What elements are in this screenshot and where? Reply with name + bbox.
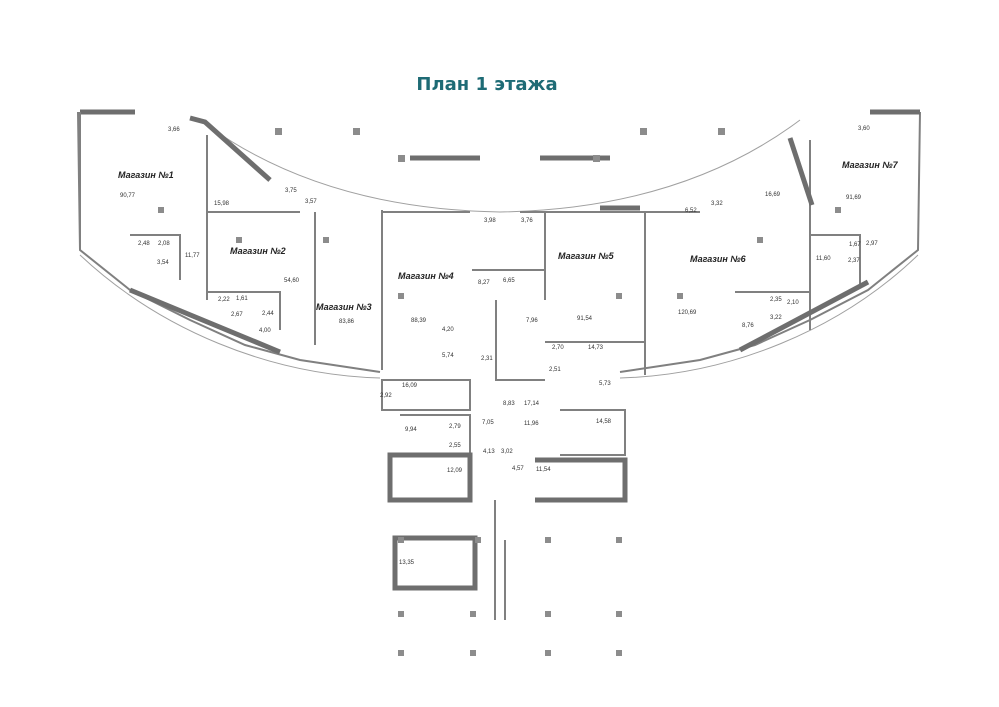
inner-curve	[199, 119, 801, 213]
room-area: 16,69	[765, 192, 781, 198]
room-area: 5,74	[442, 353, 454, 359]
room-area: 2,51	[549, 367, 561, 373]
wall-curve-seg-left	[129, 287, 281, 355]
room-area: 2,08	[158, 241, 170, 247]
room-area: 9,94	[405, 427, 417, 433]
room-area: 3,02	[501, 449, 513, 455]
room-9-94	[400, 414, 471, 456]
shop-4-label: Магазин №4	[398, 271, 454, 281]
room-area: 2,70	[552, 345, 564, 351]
room-area: 3,54	[157, 260, 169, 266]
room-area: 6,52	[685, 208, 697, 214]
room-area: 17,14	[524, 401, 540, 407]
shop-2-label: Магазин №2	[230, 246, 286, 256]
shop-5-area: 91,54	[577, 316, 593, 322]
room-area: 2,44	[262, 311, 274, 317]
room-area: 4,20	[442, 327, 454, 333]
room-area: 1,61	[236, 296, 248, 302]
shop-7-area: 91,69	[846, 195, 862, 201]
room-area: 3,60	[858, 126, 870, 132]
room-area: 13,35	[399, 560, 415, 566]
floor-plan-title: План 1 этажа	[416, 74, 558, 95]
columns	[158, 128, 841, 656]
room-area: 16,09	[402, 383, 418, 389]
room-area: 3,22	[770, 315, 782, 321]
room-area: 4,57	[512, 466, 524, 472]
room-12-09	[387, 452, 473, 503]
shop-1-area: 90,77	[120, 193, 136, 199]
wall-shop1-rooms	[130, 234, 181, 280]
room-area: 2,22	[218, 297, 230, 303]
room-area: 2,10	[787, 300, 799, 306]
room-area: 11,60	[816, 256, 831, 262]
room-area: 8,83	[503, 401, 515, 407]
wall-shop5	[544, 212, 646, 375]
room-14-58	[560, 409, 626, 456]
room-area: 11,96	[524, 421, 539, 427]
room-area: 3,76	[521, 218, 533, 224]
room-area: 7,96	[526, 318, 538, 324]
wall-shop6-rooms	[735, 291, 811, 330]
room-area: 7,05	[482, 420, 494, 426]
room-area: 11,77	[185, 253, 200, 259]
room-area: 2,67	[231, 312, 243, 318]
wall-shop2-rooms	[207, 291, 281, 330]
curve-right	[619, 254, 919, 379]
room-area: 5,73	[599, 381, 611, 387]
shop-6-label: Магазин №6	[690, 254, 747, 264]
room-area: 14,73	[588, 345, 604, 351]
wall-curve-seg-right	[738, 279, 870, 353]
room-area: 2,79	[449, 424, 461, 430]
wall-diag-right	[787, 137, 815, 206]
room-area: 2,31	[481, 356, 493, 362]
shop-3-area: 83,86	[339, 319, 355, 325]
room-area: 8,27	[478, 280, 490, 286]
wall-shop7-rooms	[810, 234, 861, 285]
room-area: 15,98	[214, 201, 230, 207]
room-area: 3,32	[711, 201, 723, 207]
room-area: 2,55	[449, 443, 461, 449]
room-11-54	[535, 457, 628, 503]
room-area: 8,76	[742, 323, 754, 329]
shop-6-area: 120,69	[678, 310, 697, 316]
room-area: 4,00	[259, 328, 271, 334]
shop-1-label: Магазин №1	[118, 170, 174, 180]
shop-4-area: 88,39	[411, 318, 427, 324]
shop-5-label: Магазин №5	[558, 251, 615, 261]
room-area: 3,98	[484, 218, 496, 224]
room-area: 12,09	[447, 468, 463, 474]
room-area: 2,92	[380, 393, 392, 399]
room-area: 3,75	[285, 188, 297, 194]
wall-core	[472, 269, 546, 381]
room-area: 2,37	[848, 258, 860, 264]
shop-7-label: Магазин №7	[842, 160, 899, 170]
room-area: 11,54	[536, 467, 551, 473]
room-area: 1,67	[849, 242, 861, 248]
room-area: 4,13	[483, 449, 495, 455]
room-13-35	[392, 535, 478, 591]
shop-2-area: 54,60	[284, 278, 300, 284]
room-area: 3,66	[168, 127, 180, 133]
curve-left	[79, 254, 381, 379]
shop-3-label: Магазин №3	[316, 302, 372, 312]
room-areas: 3,66 15,98 3,75 3,57 2,48 2,08 3,54 11,7…	[138, 126, 878, 566]
room-area: 14,58	[596, 419, 612, 425]
room-area: 2,35	[770, 297, 782, 303]
room-area: 2,48	[138, 241, 150, 247]
room-area: 2,97	[866, 241, 878, 247]
room-16-09	[381, 379, 471, 411]
room-area: 6,65	[503, 278, 515, 284]
room-area: 3,57	[305, 199, 317, 205]
wall-diag-1	[189, 115, 272, 182]
